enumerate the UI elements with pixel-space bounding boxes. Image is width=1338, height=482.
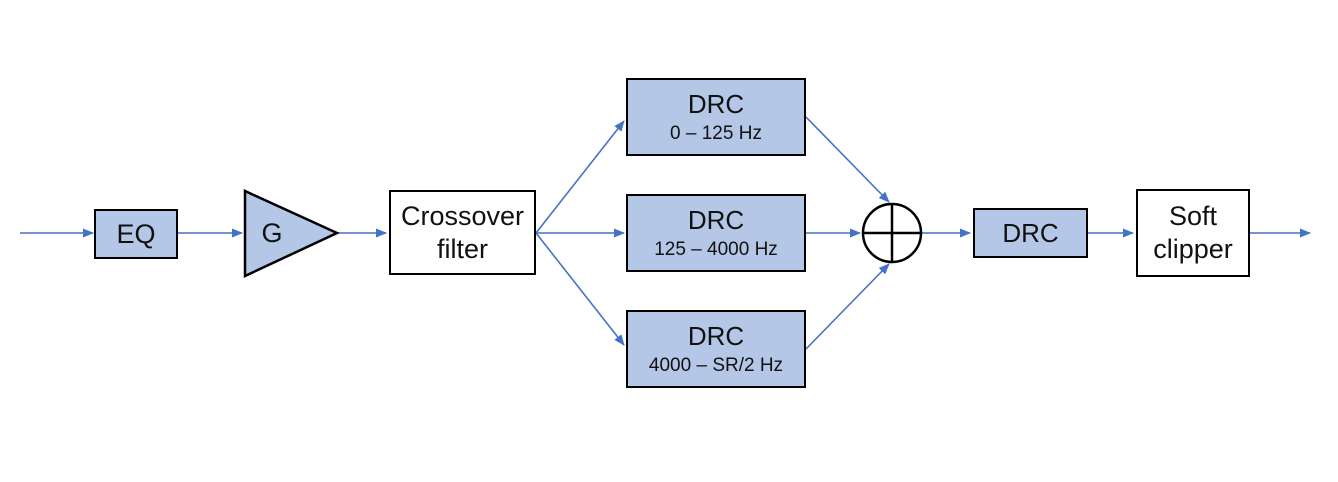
gain-label: G [261, 217, 283, 248]
drc-low-title: DRC [687, 88, 745, 119]
crossover-filter-line1: Crossover [400, 200, 525, 231]
drc-high-title: DRC [687, 320, 745, 351]
eq-block: EQ [94, 209, 178, 259]
crossover-filter-block: Crossover filter [389, 190, 536, 275]
soft-clipper-line1: Soft [1168, 201, 1218, 231]
eq-label: EQ [116, 218, 156, 249]
arrow-drc-low-to-sum [805, 116, 890, 203]
gain-label-wrap: G [245, 190, 299, 276]
crossover-filter-line2: filter [436, 233, 488, 264]
soft-clipper-line2: clipper [1153, 234, 1233, 264]
post-drc-label: DRC [1002, 218, 1059, 248]
soft-clipper-block: Soft clipper [1136, 189, 1250, 277]
gain-triangle [243, 189, 340, 278]
drc-mid-band: 125 – 4000 Hz [654, 238, 778, 260]
arrow-crossover-to-drc-low [535, 120, 625, 234]
drc-high-block: DRC 4000 – SR/2 Hz [626, 310, 806, 388]
drc-low-band: 0 – 125 Hz [670, 122, 762, 144]
drc-mid-title: DRC [687, 204, 745, 235]
drc-mid-block: DRC 125 – 4000 Hz [626, 194, 806, 272]
drc-low-block: DRC 0 – 125 Hz [626, 78, 806, 156]
arrow-crossover-to-drc-high [535, 232, 625, 346]
post-drc-block: DRC [973, 208, 1088, 258]
drc-high-band: 4000 – SR/2 Hz [648, 354, 784, 376]
arrow-drc-high-to-sum [805, 263, 890, 350]
summing-node [861, 202, 923, 264]
